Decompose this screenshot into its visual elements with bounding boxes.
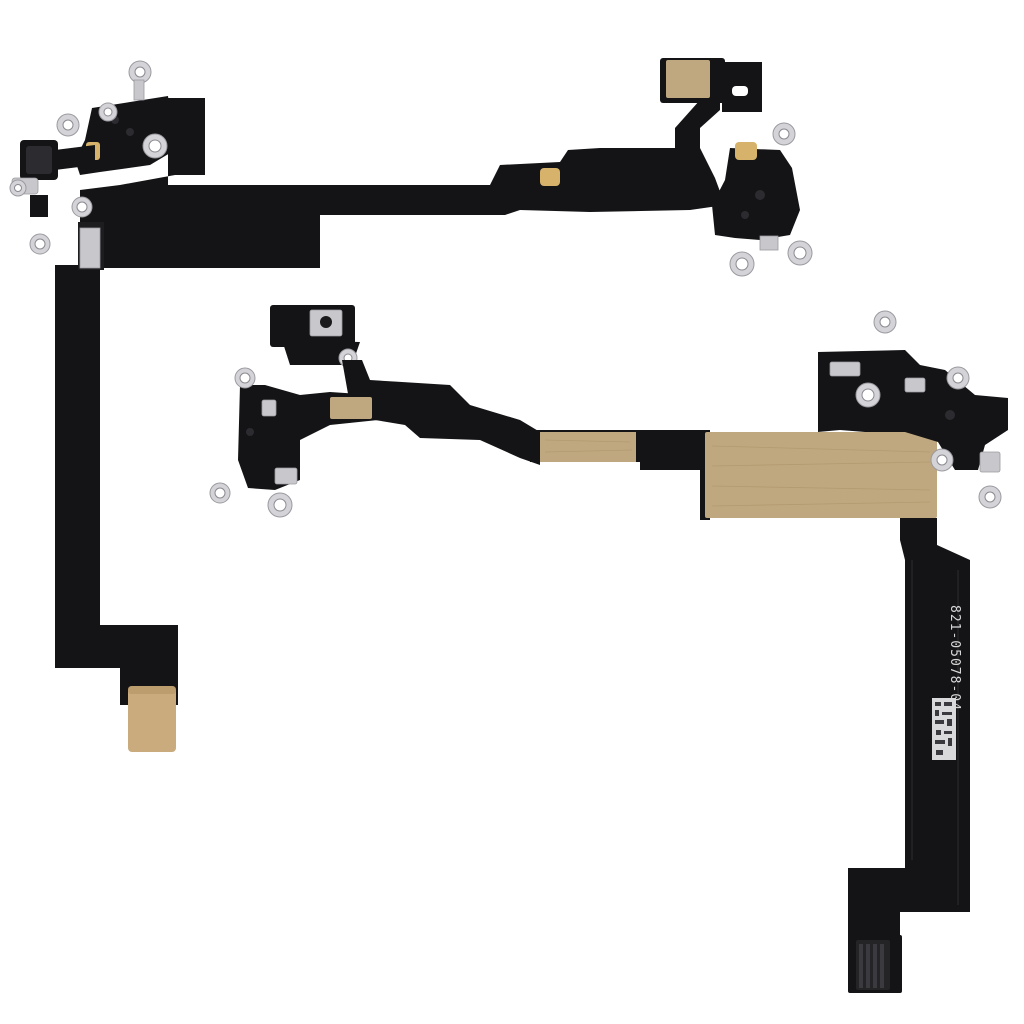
lower-cable-neck xyxy=(342,360,540,465)
lower-right-mount-rings xyxy=(855,310,1002,509)
upper-right-gold-pad xyxy=(735,142,757,160)
lower-camera-lens xyxy=(320,316,332,328)
lower-right-antenna-head xyxy=(818,350,1008,470)
lower-antenna-flex-cable: 821-05078-04 xyxy=(209,305,1008,993)
lower-cable-foil-large xyxy=(705,432,937,518)
connector-pins xyxy=(859,944,884,988)
upper-cable-gold-connector xyxy=(128,686,176,752)
upper-cable-trunk xyxy=(55,98,725,692)
upper-antenna-flex-cable xyxy=(9,58,813,752)
upper-cable-metal-clip xyxy=(79,227,101,269)
upper-right-mount-rings xyxy=(729,122,813,277)
part-number-text: 821-05078-04 xyxy=(947,605,962,711)
barcode-pattern xyxy=(935,702,952,755)
upper-left-chip-2 xyxy=(126,128,134,136)
left-sensor-tail xyxy=(30,195,48,217)
upper-cable-gold-pad xyxy=(540,168,560,186)
lower-left-foil-patch xyxy=(330,397,372,419)
upper-right-chip xyxy=(755,190,765,200)
upper-right-mic-slot xyxy=(732,86,748,96)
upper-right-chip-2 xyxy=(741,211,749,219)
upper-right-mic-arm xyxy=(675,100,720,150)
lower-left-mount-rings xyxy=(209,367,298,518)
lower-left-chip xyxy=(246,428,254,436)
lower-cable-foil-small xyxy=(540,432,636,462)
lower-cable-trunk xyxy=(848,518,970,990)
left-sensor-chip xyxy=(26,146,52,174)
left-sensor-arm xyxy=(55,145,95,170)
barcode-label xyxy=(932,698,956,760)
upper-right-mic-foil xyxy=(666,60,710,98)
upper-left-mount-rings xyxy=(9,60,168,255)
